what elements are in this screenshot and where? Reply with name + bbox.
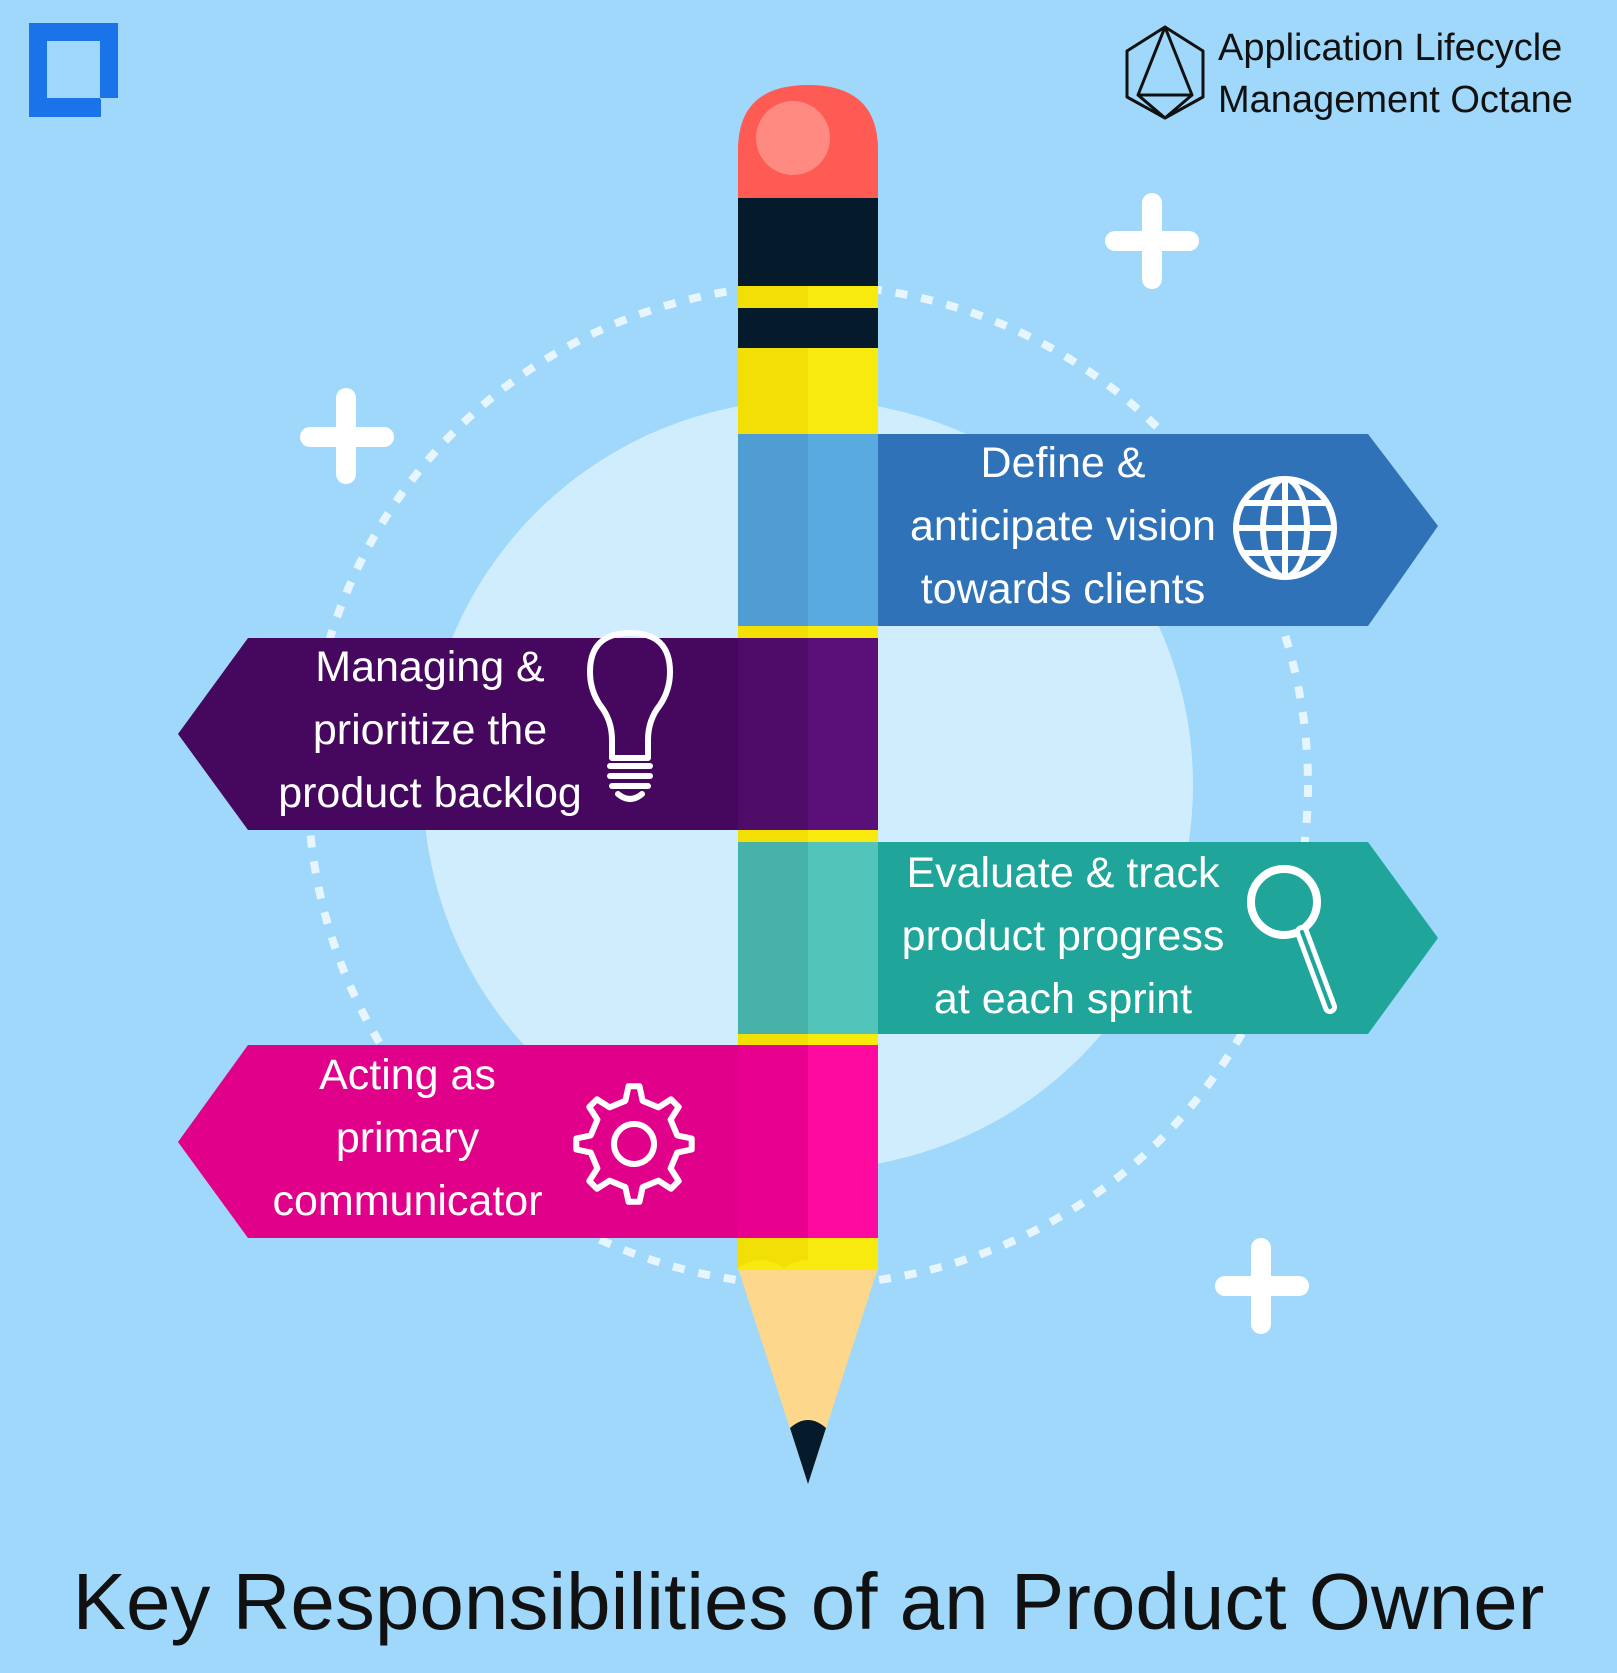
brand-line: Management Octane xyxy=(1218,79,1573,121)
responsibility-label-manage-backlog: Managing & prioritize the product backlo… xyxy=(240,636,620,825)
label-line: product backlog xyxy=(278,769,582,817)
label-line: Define & xyxy=(980,439,1146,487)
label-line: Evaluate & track xyxy=(906,849,1220,897)
sparkle-icon xyxy=(1215,1238,1309,1334)
label-line: towards clients xyxy=(920,565,1206,613)
banner-manage-backlog xyxy=(178,638,738,830)
label-line: prioritize the xyxy=(312,706,548,754)
sparkle-icon xyxy=(1105,193,1199,289)
banner-evaluate-progress xyxy=(878,842,1438,1034)
label-line: Acting as xyxy=(319,1051,496,1099)
sparkle-icon xyxy=(300,388,394,484)
globe-icon xyxy=(1233,476,1337,580)
label-line: anticipate vision xyxy=(910,502,1216,550)
square-logo-icon xyxy=(29,23,118,117)
magnifier-icon xyxy=(1247,865,1337,1014)
brand-line: Application Lifecycle xyxy=(1218,27,1563,69)
pencil-band xyxy=(738,308,878,348)
pencil-wood-tip xyxy=(738,1268,878,1481)
label-line: primary xyxy=(335,1114,480,1162)
responsibility-label-define-vision: Define & anticipate vision towards clien… xyxy=(878,432,1248,621)
pencil-band xyxy=(738,198,878,286)
lightbulb-icon xyxy=(587,630,673,802)
label-line: product progress xyxy=(901,912,1225,960)
responsibility-label-evaluate-progress: Evaluate & track product progress at eac… xyxy=(878,842,1248,1031)
responsibility-label-primary-communicator: Acting as primary communicator xyxy=(240,1044,575,1233)
pencil-lead xyxy=(790,1420,826,1484)
label-line: at each sprint xyxy=(933,975,1193,1023)
label-line: Managing & xyxy=(315,643,545,691)
label-line: communicator xyxy=(272,1177,543,1225)
pencil-illustration xyxy=(738,85,878,1484)
page-title: Key Responsibilities of an Product Owner xyxy=(72,1557,1545,1646)
brand-name: Application Lifecycle Management Octane xyxy=(1218,22,1573,126)
eraser-highlight xyxy=(756,101,830,175)
gear-icon xyxy=(573,1083,695,1205)
octahedron-brand-icon xyxy=(1125,25,1205,120)
